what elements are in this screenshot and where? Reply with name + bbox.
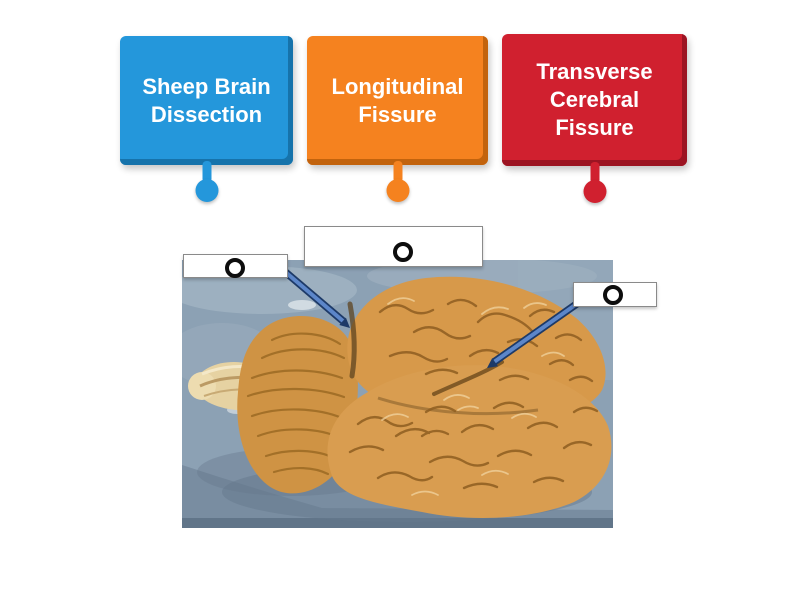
chip-connector-dot [583,180,606,203]
chip-connector-stem [202,161,211,183]
answer-slot-left[interactable] [183,254,288,278]
label-chip-sheep-brain-dissection[interactable]: Sheep Brain Dissection [120,36,293,202]
chip-connector-stem [590,162,599,184]
chip-connector-dot [386,179,409,202]
chip-connector-dot [195,179,218,202]
answer-slot-right[interactable] [573,282,657,307]
label-chip-transverse-cerebral-fissure[interactable]: Transverse Cerebral Fissure [502,34,687,203]
label-chip-text: Sheep Brain Dissection [120,36,293,165]
target-circle-icon [225,258,245,278]
label-chip-text: Transverse Cerebral Fissure [502,34,687,166]
chip-connector-stem [393,161,402,183]
label-chip-text: Longitudinal Fissure [307,36,488,165]
brain-photo [182,260,613,528]
target-circle-icon [603,285,623,305]
brain-illustration [182,260,613,528]
answer-slot-center[interactable] [304,226,483,267]
target-circle-icon [393,242,413,262]
label-chip-longitudinal-fissure[interactable]: Longitudinal Fissure [307,36,488,202]
